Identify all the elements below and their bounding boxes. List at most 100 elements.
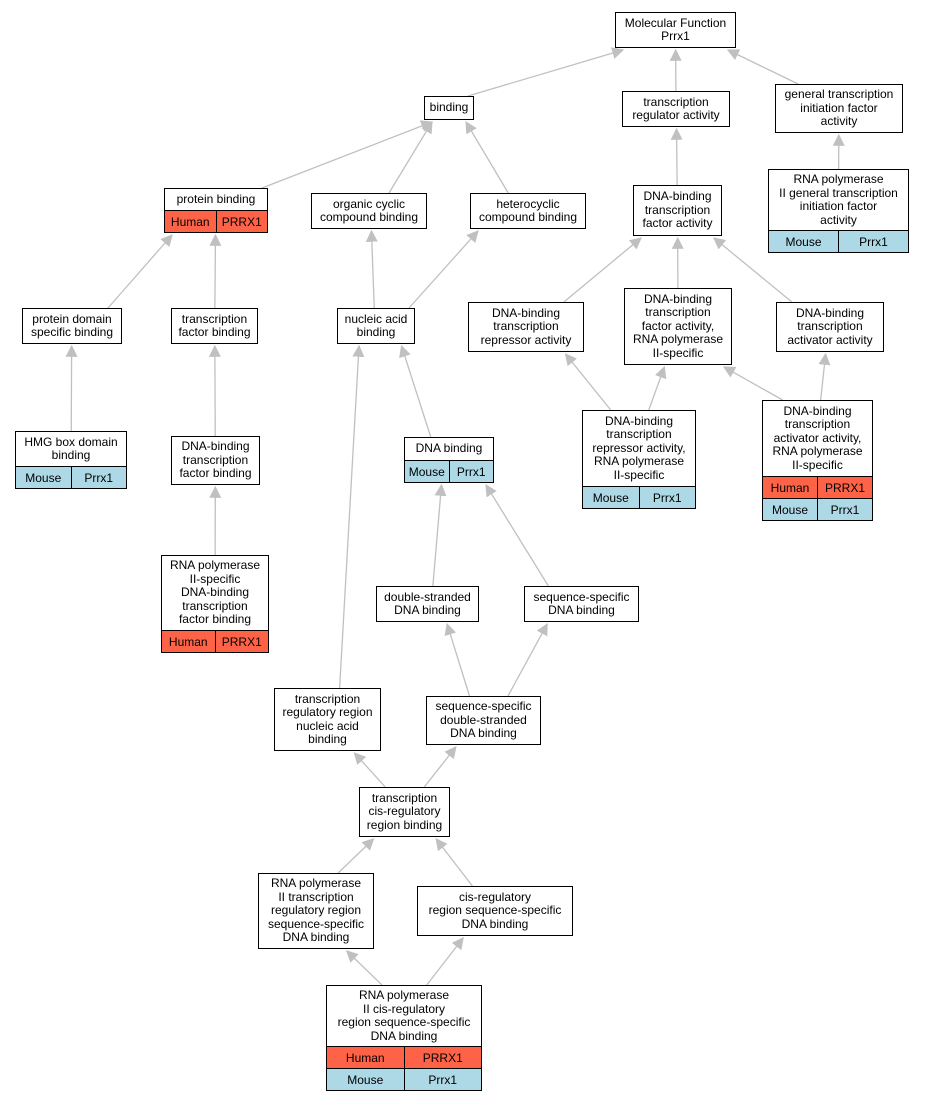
go-term-label: DNA-binding transcription repressor acti… (480, 305, 572, 347)
annotation-species: Human (763, 477, 817, 498)
edge-rna-polymerase-ii-cis-regulatory-region-sequence-specific-dna-binding-to-rna-polymerase-ii-transcription-regulatory-region-sequence-specific-dna-binding (345, 950, 383, 986)
annotation-species: Human (327, 1047, 404, 1068)
annotation-species: Human (162, 631, 215, 652)
go-term-dna-binding-transcription-factor-binding[interactable]: DNA-binding transcription factor binding (171, 436, 260, 485)
edge-organic-cyclic-compound-binding-to-binding (388, 120, 433, 194)
edge-general-transcription-initiation-factor-activity-to-molecular-function (726, 49, 799, 85)
go-term-rna-polymerase-ii-specific-dna-binding-transcription-factor-binding[interactable]: RNA polymerase II-specific DNA-binding t… (161, 555, 269, 653)
go-term-label: DNA-binding transcription activator acti… (772, 403, 863, 472)
edge-heterocyclic-compound-binding-to-binding (465, 120, 509, 194)
go-term-transcription-regulatory-region-nucleic-acid-binding[interactable]: transcription regulatory region nucleic … (274, 688, 381, 751)
edge-dna-binding-to-nucleic-acid-binding (399, 344, 432, 438)
go-term-double-stranded-dna-binding[interactable]: double-stranded DNA binding (376, 586, 479, 622)
go-term-cis-regulatory-region-sequence-specific-dna-binding[interactable]: cis-regulatory region sequence-specific … (417, 886, 573, 936)
go-term-transcription-regulator-activity[interactable]: transcription regulator activity (622, 91, 730, 127)
go-term-sequence-specific-double-stranded-dna-binding[interactable]: sequence-specific double-stranded DNA bi… (426, 696, 541, 745)
annotation-gene: Prrx1 (403, 1069, 481, 1090)
edge-transcription-cis-regulatory-region-binding-to-transcription-regulatory-region-nucleic-acid-binding (353, 752, 386, 788)
annotation-gene: PRRX1 (215, 211, 267, 232)
go-term-dna-binding-transcription-activator-activity[interactable]: DNA-binding transcription activator acti… (776, 302, 884, 352)
go-term-label: DNA-binding transcription repressor acti… (592, 413, 686, 482)
go-term-label: organic cyclic compound binding (319, 196, 419, 224)
annotation-species: Human (165, 211, 216, 232)
go-term-label: DNA-binding transcription factor activit… (632, 291, 724, 360)
annotation-species: Mouse (769, 231, 838, 252)
annotation-gene: PRRX1 (403, 1047, 481, 1068)
annotation-species: Mouse (583, 487, 639, 508)
go-term-label: RNA polymerase II-specific DNA-binding t… (169, 558, 261, 627)
go-term-nucleic-acid-binding[interactable]: nucleic acid binding (337, 308, 415, 344)
annotation-gene: Prrx1 (70, 467, 126, 488)
go-term-label: double-stranded DNA binding (384, 589, 471, 617)
go-term-transcription-factor-binding[interactable]: transcription factor binding (171, 308, 258, 344)
go-term-label: heterocyclic compound binding (478, 196, 578, 224)
edge-dna-binding-transcription-activator-activity-to-dna-binding-transcription-factor-activity (713, 237, 793, 303)
go-term-binding[interactable]: binding (424, 96, 474, 120)
edge-protein-domain-specific-binding-to-protein-binding (107, 234, 173, 309)
go-term-label: HMG box domain binding (24, 434, 118, 462)
go-term-label: protein binding (176, 191, 256, 206)
edge-dna-binding-transcription-activator-activity-rna-polymerase-ii-specific-to-dna-binding-transcription-factor-activity-rna-polymerase-ii-specific (722, 366, 783, 401)
go-term-label: cis-regulatory region sequence-specific … (428, 889, 562, 931)
edge-nucleic-acid-binding-to-organic-cyclic-compound-binding (365, 229, 378, 309)
annotation-gene: PRRX1 (214, 631, 268, 652)
edge-transcription-factor-binding-to-protein-binding (209, 233, 222, 309)
go-term-label: DNA binding (415, 441, 483, 456)
edge-dna-binding-transcription-repressor-activity-rna-polymerase-ii-specific-to-dna-binding-transcription-factor-activity-rna-polymerase-ii-specific (648, 365, 667, 411)
edge-binding-to-molecular-function (467, 47, 625, 97)
annotation-gene: PRRX1 (817, 477, 872, 498)
go-term-label: general transcription initiation factor … (784, 87, 894, 129)
edge-dna-binding-transcription-factor-activity-to-transcription-regulator-activity (670, 127, 683, 186)
edge-dna-binding-transcription-repressor-activity-to-dna-binding-transcription-factor-activity (563, 237, 642, 303)
edge-rna-polymerase-ii-cis-regulatory-region-sequence-specific-dna-binding-to-cis-regulatory-region-sequence-specific-dna-binding (426, 937, 464, 986)
edge-dna-binding-transcription-repressor-activity-rna-polymerase-ii-specific-to-dna-binding-transcription-repressor-activity (564, 353, 612, 411)
annotation-gene: Prrx1 (638, 487, 695, 508)
annotation-species: Mouse (405, 461, 449, 482)
go-term-dna-binding-transcription-factor-activity[interactable]: DNA-binding transcription factor activit… (633, 185, 722, 236)
go-term-dna-binding-transcription-factor-activity-rna-polymerase-ii-specific[interactable]: DNA-binding transcription factor activit… (624, 288, 732, 365)
annotation-species: Mouse (327, 1069, 404, 1090)
go-term-label: DNA-binding transcription activator acti… (787, 305, 873, 347)
go-term-dna-binding-transcription-repressor-activity[interactable]: DNA-binding transcription repressor acti… (468, 302, 584, 352)
edge-sequence-specific-dna-binding-to-dna-binding (485, 483, 549, 587)
go-term-rna-polymerase-ii-transcription-regulatory-region-sequence-specific-dna-binding[interactable]: RNA polymerase II transcription regulato… (258, 873, 374, 949)
go-term-heterocyclic-compound-binding[interactable]: heterocyclic compound binding (470, 193, 586, 229)
go-term-organic-cyclic-compound-binding[interactable]: organic cyclic compound binding (311, 193, 427, 229)
annotation-species: Mouse (16, 467, 71, 488)
go-term-label: transcription regulatory region nucleic … (282, 691, 373, 746)
go-term-label: protein domain specific binding (30, 311, 114, 339)
go-term-transcription-cis-regulatory-region-binding[interactable]: transcription cis-regulatory region bind… (359, 787, 450, 837)
go-term-rna-polymerase-ii-cis-regulatory-region-sequence-specific-dna-binding[interactable]: RNA polymerase II cis-regulatory region … (326, 985, 482, 1091)
go-term-dna-binding-transcription-activator-activity-rna-polymerase-ii-specific[interactable]: DNA-binding transcription activator acti… (762, 400, 873, 521)
edge-transcription-regulatory-region-nucleic-acid-binding-to-nucleic-acid-binding (338, 344, 365, 689)
annotation-species: Mouse (763, 499, 817, 520)
annotation-gene: Prrx1 (448, 461, 493, 482)
edge-sequence-specific-double-stranded-dna-binding-to-double-stranded-dna-binding (444, 622, 471, 697)
go-term-rna-polymerase-ii-general-transcription-initiation-factor-activity[interactable]: RNA polymerase II general transcription … (768, 169, 909, 253)
edge-dna-binding-transcription-activator-activity-rna-polymerase-ii-specific-to-dna-binding-transcription-activator-activity (818, 352, 831, 401)
go-term-label: binding (429, 100, 469, 115)
annotation-gene: Prrx1 (838, 231, 908, 252)
go-term-dna-binding-transcription-repressor-activity-rna-polymerase-ii-specific[interactable]: DNA-binding transcription repressor acti… (582, 410, 696, 509)
go-term-general-transcription-initiation-factor-activity[interactable]: general transcription initiation factor … (775, 84, 903, 133)
go-term-protein-domain-specific-binding[interactable]: protein domain specific binding (22, 308, 122, 344)
go-term-label: Molecular Function Prrx1 (624, 15, 727, 43)
go-term-label: sequence-specific double-stranded DNA bi… (435, 699, 532, 741)
go-term-sequence-specific-dna-binding[interactable]: sequence-specific DNA binding (524, 586, 639, 622)
edge-cis-regulatory-region-sequence-specific-dna-binding-to-transcription-cis-regulatory-region-binding (435, 838, 473, 887)
go-term-molecular-function[interactable]: Molecular Function Prrx1 (615, 12, 736, 48)
